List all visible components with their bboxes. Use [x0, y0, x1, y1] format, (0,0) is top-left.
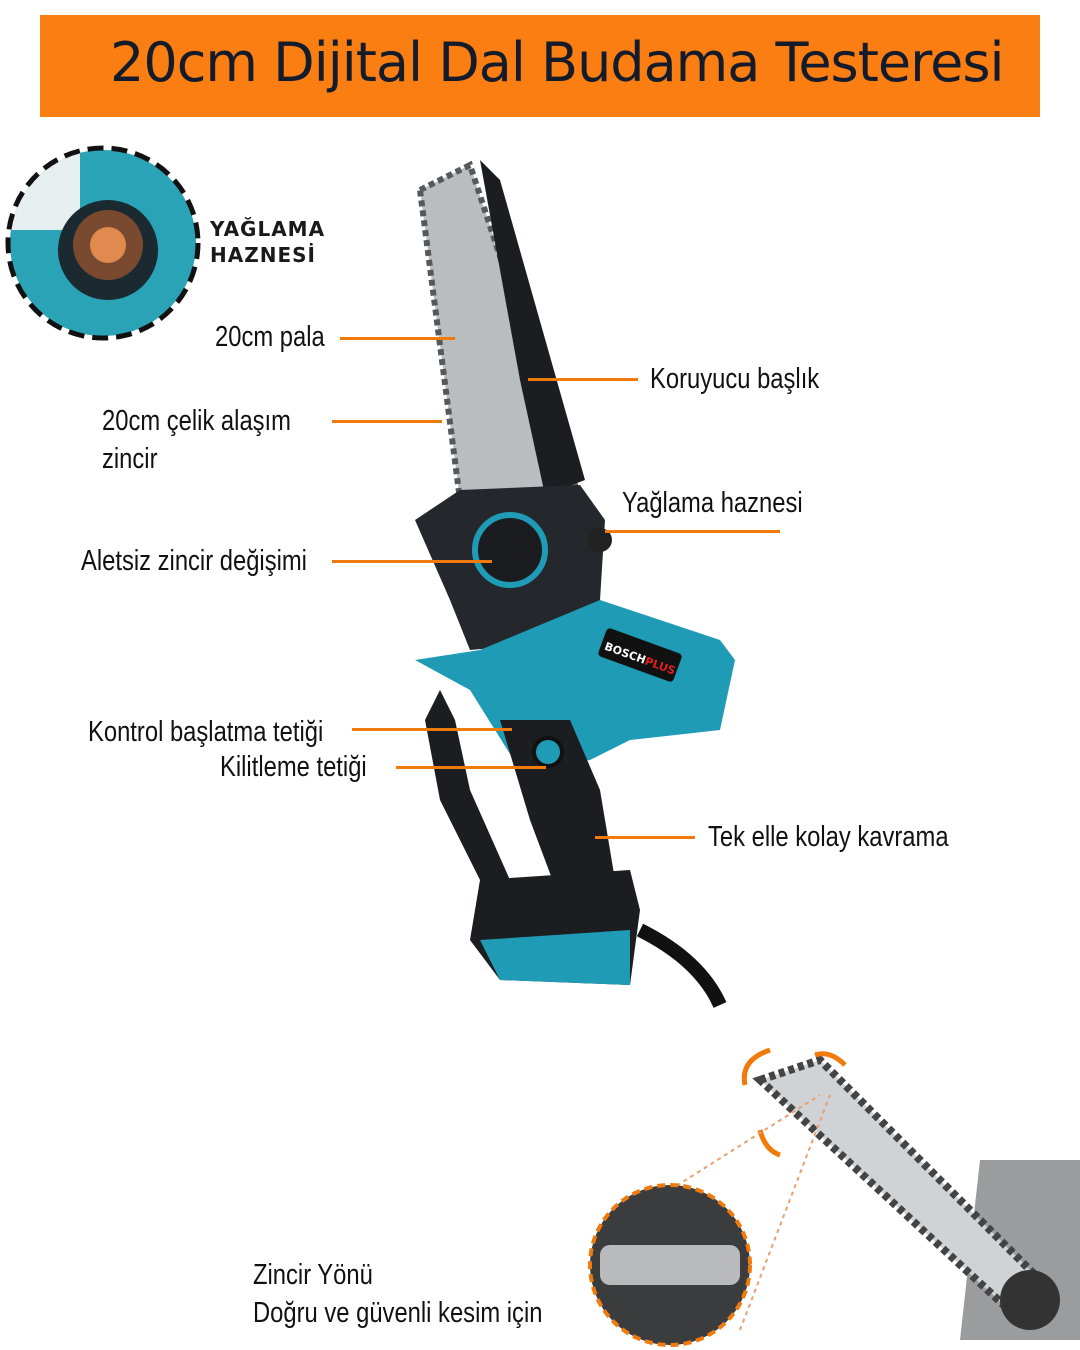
callout-line-toolless: [332, 560, 492, 563]
rotation-arrow-icon: [814, 1051, 847, 1067]
callout-lock: Kilitleme tetiği: [220, 751, 367, 783]
callout-toolless: Aletsiz zincir değişimi: [81, 545, 307, 577]
callout-line-grip: [595, 836, 695, 839]
callout-line-trigger: [352, 728, 512, 731]
callout-chain: 20cm çelik alaşım zincir: [102, 405, 291, 475]
front-handle: [425, 690, 510, 900]
rotation-arrow-icon: [757, 1129, 781, 1158]
title-banner: 20cm Dijital Dal Budama Testeresi: [40, 15, 1040, 117]
callout-line-blade: [340, 337, 455, 340]
oil-reservoir-inset: [5, 145, 201, 341]
callout-grip: Tek elle kolay kavrama: [708, 821, 949, 853]
callout-line-oil: [605, 530, 780, 533]
lock-button: [532, 736, 564, 768]
chain-release-knob: [472, 512, 548, 588]
page-title: 20cm Dijital Dal Budama Testeresi: [110, 31, 1004, 94]
callout-line-chain: [332, 420, 442, 423]
callout-line-lock: [396, 766, 546, 769]
callout-blade: 20cm pala: [215, 321, 325, 353]
callout-line-cover: [528, 378, 638, 381]
callout-oil: Yağlama haznesi: [622, 487, 803, 519]
chain-direction-illustration: [588, 1047, 1080, 1347]
protective-cover: [480, 160, 585, 495]
motor-body: [415, 600, 735, 770]
chain-direction-text: Zincir Yönü Doğru ve güvenli kesim için: [253, 1259, 543, 1329]
strap: [636, 923, 727, 1009]
callout-cover: Koruyucu başlık: [650, 363, 820, 395]
callout-trigger: Kontrol başlatma tetiği: [88, 716, 324, 748]
inset-label: YAĞLAMA HAZNESİ: [210, 217, 326, 267]
rotation-arrow-icon: [741, 1047, 771, 1086]
chainsaw: BOSCHPLUS: [415, 160, 735, 1009]
handle-grip: [500, 720, 615, 900]
